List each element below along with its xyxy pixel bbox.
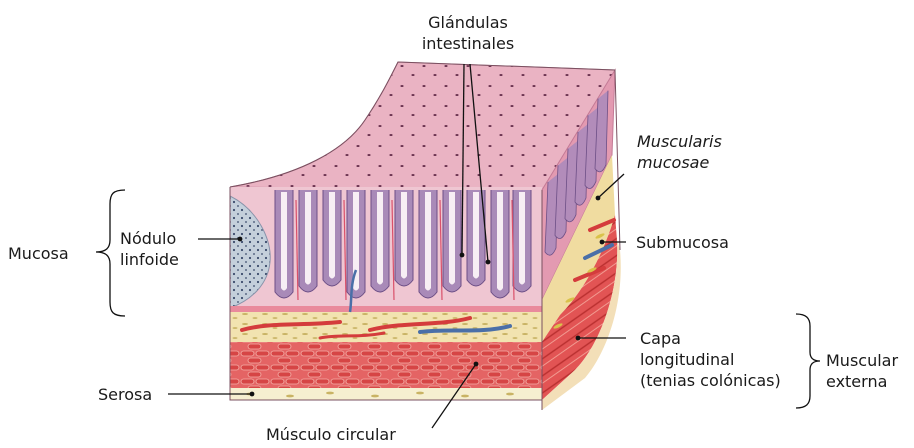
serosa-front (230, 388, 542, 400)
label-capa-line2: longitudinal (640, 349, 781, 370)
crypt-lumen (425, 192, 431, 291)
crypt-lumen (519, 192, 525, 285)
crypt-lumen (473, 192, 479, 279)
dot-submucosa (600, 240, 605, 245)
crypt-lumen (449, 192, 455, 285)
crypt-lumen (497, 192, 503, 291)
label-capa-line3: (tenias colónicas) (640, 370, 781, 391)
label-serosa: Serosa (98, 384, 152, 405)
label-glandulas-intestinales: Glándulas intestinales (404, 12, 532, 54)
label-nodulo-line2: linfoide (120, 249, 179, 270)
label-musculo-circular: Músculo circular (266, 424, 396, 445)
label-mucosa: Mucosa (8, 243, 69, 264)
label-muscularis-mucosae: Muscularis mucosae (637, 131, 722, 173)
label-glandulas-line1: Glándulas (404, 12, 532, 33)
label-nodulo-linfoide: Nódulo linfoide (120, 228, 179, 270)
intestinal-glands (275, 190, 531, 300)
label-nodulo-line1: Nódulo (120, 228, 179, 249)
label-muscular-line1: Muscular (826, 350, 898, 371)
brace-muscular-externa (796, 314, 820, 408)
dot-musculo-circular (474, 362, 479, 367)
label-capa-line1: Capa (640, 328, 781, 349)
circular-muscle-front (230, 342, 542, 388)
label-muscularis-line1: Muscularis (637, 131, 722, 152)
crypt-lumen (305, 192, 311, 285)
dot-glandulas-2 (486, 260, 491, 265)
label-submucosa: Submucosa (636, 232, 729, 253)
muscularis-mucosae-front (230, 306, 542, 312)
label-muscular-line2: externa (826, 371, 898, 392)
label-glandulas-line2: intestinales (404, 33, 532, 54)
label-muscular-externa: Muscular externa (826, 350, 898, 392)
crypt-lumen (329, 192, 335, 279)
dot-glandulas-1 (460, 253, 465, 258)
dot-nodulo (238, 237, 243, 242)
dot-muscularis (596, 196, 601, 201)
crypt-lumen (401, 192, 407, 279)
crypt-lumen (377, 192, 383, 285)
crypt-lumen (281, 192, 287, 291)
dot-capa (576, 336, 581, 341)
label-capa-longitudinal: Capa longitudinal (tenias colónicas) (640, 328, 781, 391)
dot-serosa (250, 392, 255, 397)
label-muscularis-line2: mucosae (637, 152, 722, 173)
